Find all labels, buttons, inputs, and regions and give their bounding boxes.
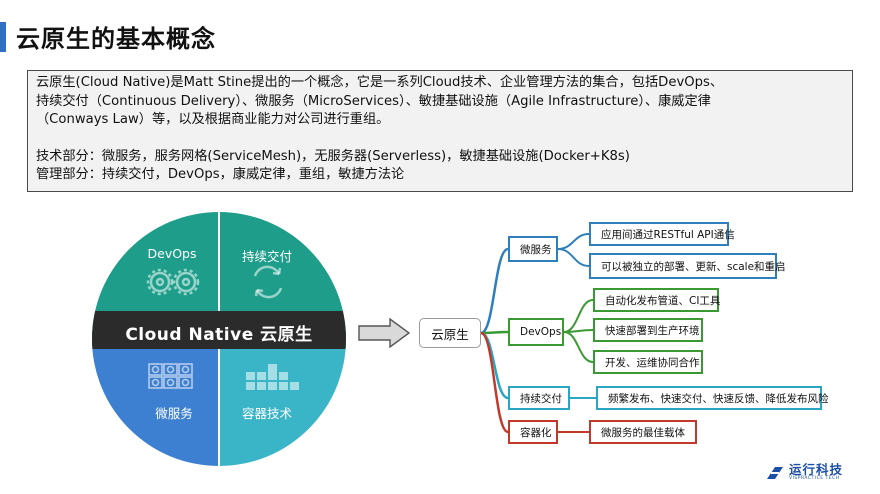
mindmap-root: 云原生 xyxy=(419,318,481,348)
mindmap-leaf: 自动化发布管道、CI工具 xyxy=(593,288,720,312)
mindmap-connector xyxy=(557,248,590,267)
description-line: （Conways Law）等，以及根据商业能力对公司进行重组。 xyxy=(36,112,390,127)
right-arrow-icon xyxy=(358,318,410,348)
description-line: 云原生(Cloud Native)是Matt Stine提出的一个概念，它是一系… xyxy=(36,75,724,90)
mindmap-connector xyxy=(563,299,594,333)
circle-graphic xyxy=(92,212,346,466)
mindmap-leaf: 开发、运维协同合作 xyxy=(593,350,703,374)
page-title: 云原生的基本概念 xyxy=(16,25,216,53)
mindmap-leaf: 快速部署到生产环境 xyxy=(593,318,703,342)
mindmap-connector xyxy=(480,331,509,400)
mindmap-branch: 微服务 xyxy=(508,236,558,262)
quadrant-label-continuous-delivery: 持续交付 xyxy=(241,249,292,264)
quadrant-label-microservices: 微服务 xyxy=(155,406,193,421)
mindmap-connector xyxy=(480,330,509,335)
mindmap-branch: 容器化 xyxy=(508,420,558,444)
cycle-arrows-icon xyxy=(253,265,283,299)
mindmap-branch: 持续交付 xyxy=(508,386,570,410)
mindmap-leaf: 可以被独立的部署、更新、scale和重启 xyxy=(589,253,786,279)
mindmap-connector xyxy=(563,329,594,333)
quadrant-label-containers: 容器技术 xyxy=(241,406,292,421)
mindmap-leaf: 应用间通过RESTful API通信 xyxy=(589,222,735,246)
mindmap-leaf: 频繁发布、快速交付、快速反馈、降低发布风险 xyxy=(596,386,829,410)
mindmap-connector xyxy=(480,331,509,434)
mindmap-connector xyxy=(480,247,509,335)
description-line: 技术部分：微服务，服务网格(ServiceMesh)，无服务器(Serverle… xyxy=(36,148,630,164)
logo-mark-icon xyxy=(767,466,783,479)
container-stack-icon xyxy=(246,364,299,390)
logo-name: 运行科技 xyxy=(789,462,844,477)
mindmap-connector xyxy=(557,233,590,250)
description-box: 云原生(Cloud Native)是Matt Stine提出的一个概念，它是一系… xyxy=(27,70,853,192)
mindmap-leaf: 微服务的最佳载体 xyxy=(589,420,697,444)
logo-tagline: VISPRACTICE TECH xyxy=(789,476,840,481)
containers-icon xyxy=(148,363,193,389)
description-line: 管理部分：持续交付，DevOps，康威定律，重组，敏捷方法论 xyxy=(36,167,405,182)
banner-band xyxy=(92,311,346,349)
quadrant-label-devops: DevOps xyxy=(147,246,197,261)
gears-icon xyxy=(146,268,200,296)
cloud-native-circle: DevOps 持续交付 Cloud Native 云原生 微服务 容器技术 xyxy=(92,212,346,466)
mindmap-connector xyxy=(563,331,594,363)
company-logo: 运行科技 VISPRACTICE TECH xyxy=(765,463,843,482)
cloud-native-banner: Cloud Native 云原生 xyxy=(125,325,313,345)
description-line: 持续交付（Continuous Delivery）、微服务（MicroServi… xyxy=(36,93,711,109)
title-accent-bar xyxy=(0,22,6,52)
mindmap-branch: DevOps xyxy=(508,318,564,346)
